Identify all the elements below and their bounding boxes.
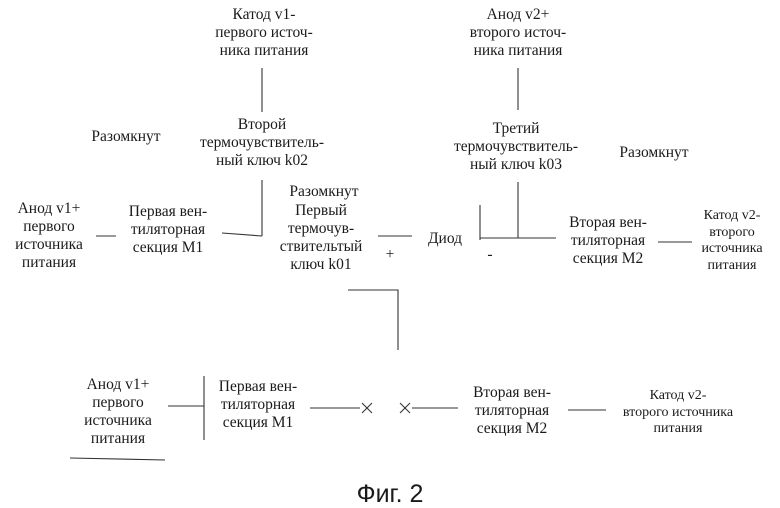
figure-caption: Фиг. 2 [300,480,480,508]
label-bottom-fan-m1: Первая вен- тиляторная секция М1 [202,378,314,432]
label-plus-sign: + [380,246,400,264]
label-fan-m1: Первая вен- тиляторная секция М1 [112,203,224,257]
label-cathode-v1: Катод v1- первого источ- ника питания [196,6,332,60]
label-key-k01: Первый термочув- ствительтый ключ k01 [262,202,380,274]
label-open-right: Разомкнут [606,144,702,162]
label-key-k02: Второй термочувствитель- ный ключ k02 [180,116,344,170]
label-bottom-anode-v1: Анод v1+ первого источника питания [66,376,170,448]
wire-m1-to-k01 [222,233,262,236]
label-minus-sign: - [480,246,500,264]
label-cathode-v2: Катод v2- второго источника питания [684,208,780,274]
label-key-k03: Третий термочувствитель- ный ключ k03 [426,120,606,174]
label-open-mid: Разомкнут [276,183,372,201]
label-diode: Диод [414,230,476,248]
label-bottom-fan-m2: Вторая вен- тиляторная секция М2 [456,384,568,438]
underline-anode-v1 [70,458,165,460]
label-anode-v2: Анод v2+ второго источ- ника питания [448,6,588,60]
label-fan-m2: Вторая вен- тиляторная секция М2 [552,214,664,268]
label-open-left: Разомкнут [78,128,174,146]
wire-k01-down [348,290,398,350]
label-bottom-cathode-v2: Катод v2- второго источника питания [600,388,756,438]
label-anode-v1: Анод v1+ первого источника питания [2,200,96,272]
